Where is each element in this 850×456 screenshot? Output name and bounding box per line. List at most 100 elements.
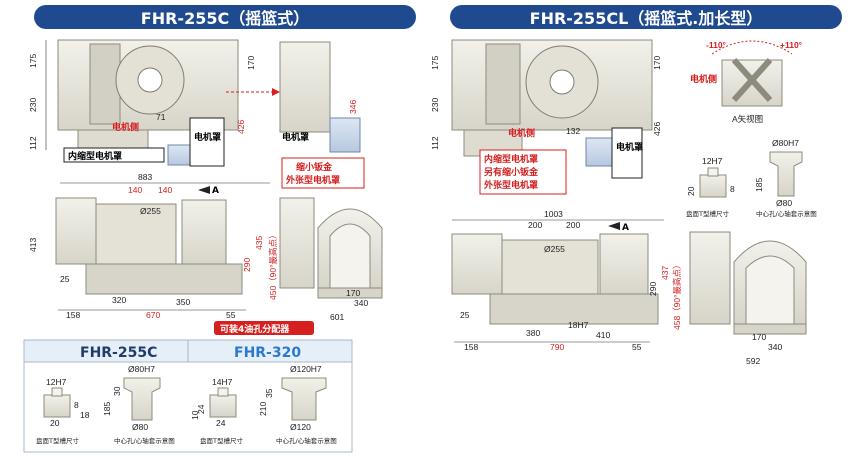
bottom-320-tslot [209, 394, 237, 418]
dim-left-601: 601 [330, 312, 344, 322]
left-side-view [279, 41, 331, 133]
right-inner-label: 内缩型电机罩 [484, 153, 538, 165]
left-top-motor-block [89, 43, 121, 125]
r-tslot-12h7: 12H7 [702, 156, 723, 166]
left-inner-cover-shape [167, 144, 193, 166]
right-outer-label-1: 另有缩小钣金 [484, 166, 539, 178]
dim-right-380: 380 [526, 328, 540, 338]
dim-left-670: 670 [146, 310, 160, 320]
dim-left-346: 346 [348, 100, 358, 114]
right-motor-cover-box [611, 127, 643, 179]
dim-right-200a: 200 [528, 220, 542, 230]
dim-left-25: 25 [60, 274, 70, 284]
left-front-gearbox [181, 199, 227, 267]
dim-right-200b: 200 [566, 220, 580, 230]
right-motor-side-label: 电机侧 [508, 127, 535, 139]
left-front-table [95, 203, 177, 265]
bottom-320-d120h7: Ø120H7 [290, 364, 322, 374]
dim-right-25: 25 [460, 310, 470, 320]
right-title-banner: FHR-255CL（摇篮式.加长型） [450, 5, 842, 29]
a-view-caption: A矢视图 [732, 114, 763, 124]
dim-left-350: 350 [176, 297, 190, 307]
dim-right-18h7: 18H7 [568, 320, 589, 330]
bottom-320-cap1: 盘面T型槽尺寸 [200, 436, 243, 445]
oil-note-text: 可装4油孔分配器 [220, 323, 290, 335]
left-motor-cover-label-2: 电机罩 [282, 131, 309, 143]
right-arrow-a: A [622, 223, 629, 233]
bottom-255c-30: 30 [112, 386, 122, 396]
r-spindle-185: 185 [754, 178, 764, 192]
left-motor-side-label: 电机侧 [112, 121, 139, 133]
right-top-view: 175 230 112 132 170 426 电机侧 电机罩 内缩型电机罩 另… [430, 39, 662, 195]
bottom-320-24h: 24 [216, 418, 226, 428]
bottom-fhr255c-title: FHR-255C [80, 345, 157, 361]
bottom-255c-185: 185 [102, 402, 112, 416]
dim-right-d255: Ø255 [544, 244, 565, 254]
dim-right-410: 410 [596, 330, 610, 340]
dim-left-170b: 170 [346, 288, 360, 298]
left-outer-label-2: 外张型电机罩 [285, 174, 340, 186]
bottom-255c-cap1: 盘面T型槽尺寸 [36, 436, 79, 445]
bottom-320-cap2: 中心孔/心轴套示意图 [276, 436, 337, 445]
dim-left-320: 320 [112, 295, 126, 305]
dim-right-592: 592 [746, 356, 760, 366]
dim-right-340: 340 [768, 342, 782, 352]
r-spindle-cap2: 中心孔/心轴套示意图 [756, 209, 817, 218]
bottom-255c-d80: Ø80 [132, 422, 148, 432]
bottom-255c-cap2: 中心孔/心轴套示意图 [114, 436, 175, 445]
angle-pos: +110° [780, 40, 803, 50]
left-title-banner: FHR-255C（摇篮式） [34, 5, 416, 29]
dim-left-140a: 140 [128, 185, 142, 195]
dim-right-112: 112 [430, 136, 440, 150]
a-view-motor-side: 电机侧 [690, 73, 717, 85]
bottom-320-14h7: 14H7 [212, 377, 233, 387]
dim-left-413: 413 [28, 238, 38, 252]
left-center-hole [137, 67, 163, 93]
dim-right-458: 458（90°最高点） [672, 260, 682, 330]
bottom-320-d120: Ø120 [290, 422, 311, 432]
dim-right-170: 170 [652, 56, 662, 70]
dim-left-450: 450（90°最高点） [268, 230, 278, 300]
dim-left-158: 158 [66, 310, 80, 320]
dim-right-230: 230 [430, 98, 440, 112]
bottom-panel: FHR-255C FHR-320 12H7 8 18 20 盘面T型槽尺寸 Ø8… [23, 339, 353, 453]
dim-left-175: 175 [28, 54, 38, 68]
dim-left-55: 55 [226, 310, 236, 320]
dim-right-790: 790 [550, 342, 564, 352]
bottom-320-24v: 24 [196, 404, 206, 414]
bottom-320-10: 10 [190, 410, 200, 420]
right-motor-cover-label: 电机罩 [616, 141, 643, 153]
r-spindle-d80: Ø80 [776, 198, 792, 208]
dim-left-290: 290 [242, 258, 252, 272]
dim-right-170b: 170 [752, 332, 766, 342]
bottom-255c-d80h7: Ø80H7 [128, 364, 155, 374]
left-arrow-a: A [212, 186, 219, 196]
dim-right-1003: 1003 [544, 209, 563, 219]
dim-left-340: 340 [354, 298, 368, 308]
bottom-fhr320-title: FHR-320 [234, 345, 301, 361]
dim-left-71: 71 [156, 112, 166, 122]
left-front-view: 883 140 140 A Ø255 413 290 435 450（90°最高… [28, 172, 383, 322]
right-front-view: 1003 200 200 A Ø255 290 437 458（90°最高点） … [451, 209, 807, 366]
bottom-255c-18: 18 [80, 410, 90, 420]
left-side2-motor [279, 197, 315, 289]
left-motor-cover-box [189, 117, 225, 167]
dim-right-158: 158 [464, 342, 478, 352]
left-motor-cover-label: 电机罩 [194, 131, 221, 143]
dim-left-140b: 140 [158, 185, 172, 195]
bottom-255c-12h7: 12H7 [46, 377, 67, 387]
right-a-view: -110° +110° 电机侧 A矢视图 [690, 40, 803, 124]
r-spindle-d80h7: Ø80H7 [772, 138, 799, 148]
dim-left-426: 426 [236, 120, 246, 134]
left-outer-label-1: 缩小钣金 [296, 161, 333, 173]
right-outer-label-2: 外张型电机罩 [483, 179, 538, 191]
left-outer-cover-shape [329, 117, 361, 153]
left-title: FHR-255C（摇篮式） [140, 9, 310, 28]
dim-right-132: 132 [566, 126, 580, 136]
right-tslot-view: 12H7 20 8 盘面T型槽尺寸 Ø80H7 185 Ø80 中心孔/心轴套示… [686, 138, 817, 218]
right-title: FHR-255CL（摇篮式.加长型） [529, 9, 763, 28]
dim-left-230: 230 [28, 98, 38, 112]
dim-right-426: 426 [652, 122, 662, 136]
bottom-255c-tslot [43, 394, 71, 418]
